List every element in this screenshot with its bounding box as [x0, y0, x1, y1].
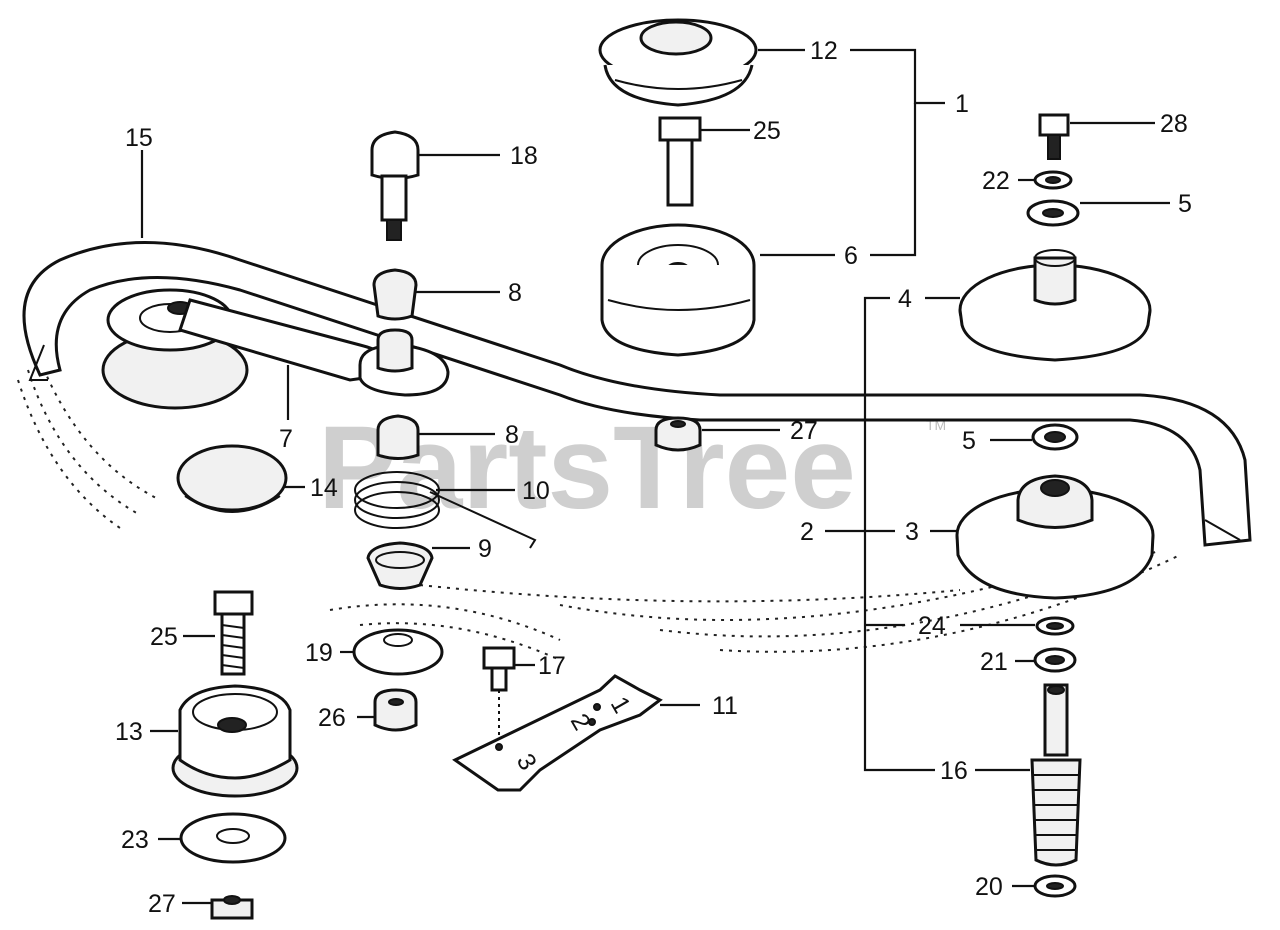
callout-10: 10 — [522, 477, 550, 505]
part-21-washer — [1033, 647, 1077, 673]
callout-13: 13 — [115, 718, 143, 746]
callout-17: 17 — [538, 652, 566, 680]
part-5-washer-upper — [1026, 199, 1080, 227]
part-7-idler-arm — [101, 288, 450, 410]
part-23-washer — [179, 812, 287, 864]
callout-8-lower: 8 — [505, 421, 519, 449]
callout-labels: 12 1 25 6 15 18 8 8 7 14 10 9 27 28 22 5… — [115, 37, 1192, 918]
part-25-bolt-upper — [658, 116, 702, 207]
part-8-bushing-lower — [376, 414, 420, 460]
callout-7: 7 — [279, 425, 293, 453]
part-22-lock-washer — [1033, 170, 1073, 190]
callout-5-upper: 5 — [1178, 190, 1192, 218]
part-10-spring — [354, 471, 537, 549]
callout-23: 23 — [121, 826, 149, 854]
callout-3: 3 — [905, 518, 919, 546]
callout-11: 11 — [712, 692, 738, 720]
part-27-nut-center — [654, 416, 702, 452]
callout-24: 24 — [918, 612, 946, 640]
part-28-bolt — [1038, 113, 1070, 160]
part-20-nut — [1033, 874, 1077, 898]
leader-lines — [140, 48, 1170, 905]
part-12-pulley-cover — [598, 18, 758, 107]
callout-28: 28 — [1160, 110, 1188, 138]
part-15-belt — [22, 241, 1252, 547]
callout-2: 2 — [800, 518, 814, 546]
part-25-bolt-lower — [213, 590, 254, 676]
part-17-bolt — [482, 646, 516, 740]
callout-27-lower: 27 — [148, 890, 176, 918]
callout-21: 21 — [980, 648, 1008, 676]
callout-14: 14 — [310, 474, 338, 502]
callout-4: 4 — [898, 285, 912, 313]
part-5-washer-lower — [1031, 423, 1079, 451]
callout-12: 12 — [810, 37, 838, 65]
callout-25-upper: 25 — [753, 117, 781, 145]
part-19-washer — [352, 628, 444, 676]
part-24-key — [1035, 616, 1075, 636]
callout-15: 15 — [125, 124, 153, 152]
part-4-drive-pulley — [958, 249, 1152, 362]
callout-18: 18 — [510, 142, 538, 170]
callout-27-center: 27 — [790, 417, 818, 445]
part-3-lower-pulley — [955, 474, 1155, 600]
callout-26: 26 — [318, 704, 346, 732]
callout-6: 6 — [844, 242, 858, 270]
callout-5-lower: 5 — [962, 427, 976, 455]
part-6-pulley — [600, 223, 756, 357]
callout-1: 1 — [955, 90, 969, 118]
part-9-collar — [366, 541, 434, 590]
part-26-nut — [373, 688, 418, 732]
callout-9: 9 — [478, 535, 492, 563]
part-13-bearing-housing — [171, 684, 299, 798]
part-16-shaft — [1030, 683, 1082, 867]
callout-19: 19 — [305, 639, 333, 667]
callout-16: 16 — [940, 757, 968, 785]
callout-20: 20 — [975, 873, 1003, 901]
part-18-shoulder-bolt — [370, 130, 420, 241]
callout-25-lower: 25 — [150, 623, 178, 651]
part-11-blade-adapter: 2 1 3 — [452, 674, 663, 792]
callout-8-upper: 8 — [508, 279, 522, 307]
part-8-bushing-upper — [372, 268, 418, 321]
part-27-nut-lower — [210, 895, 254, 920]
callout-22: 22 — [982, 167, 1010, 195]
part-14-cap — [176, 444, 288, 513]
